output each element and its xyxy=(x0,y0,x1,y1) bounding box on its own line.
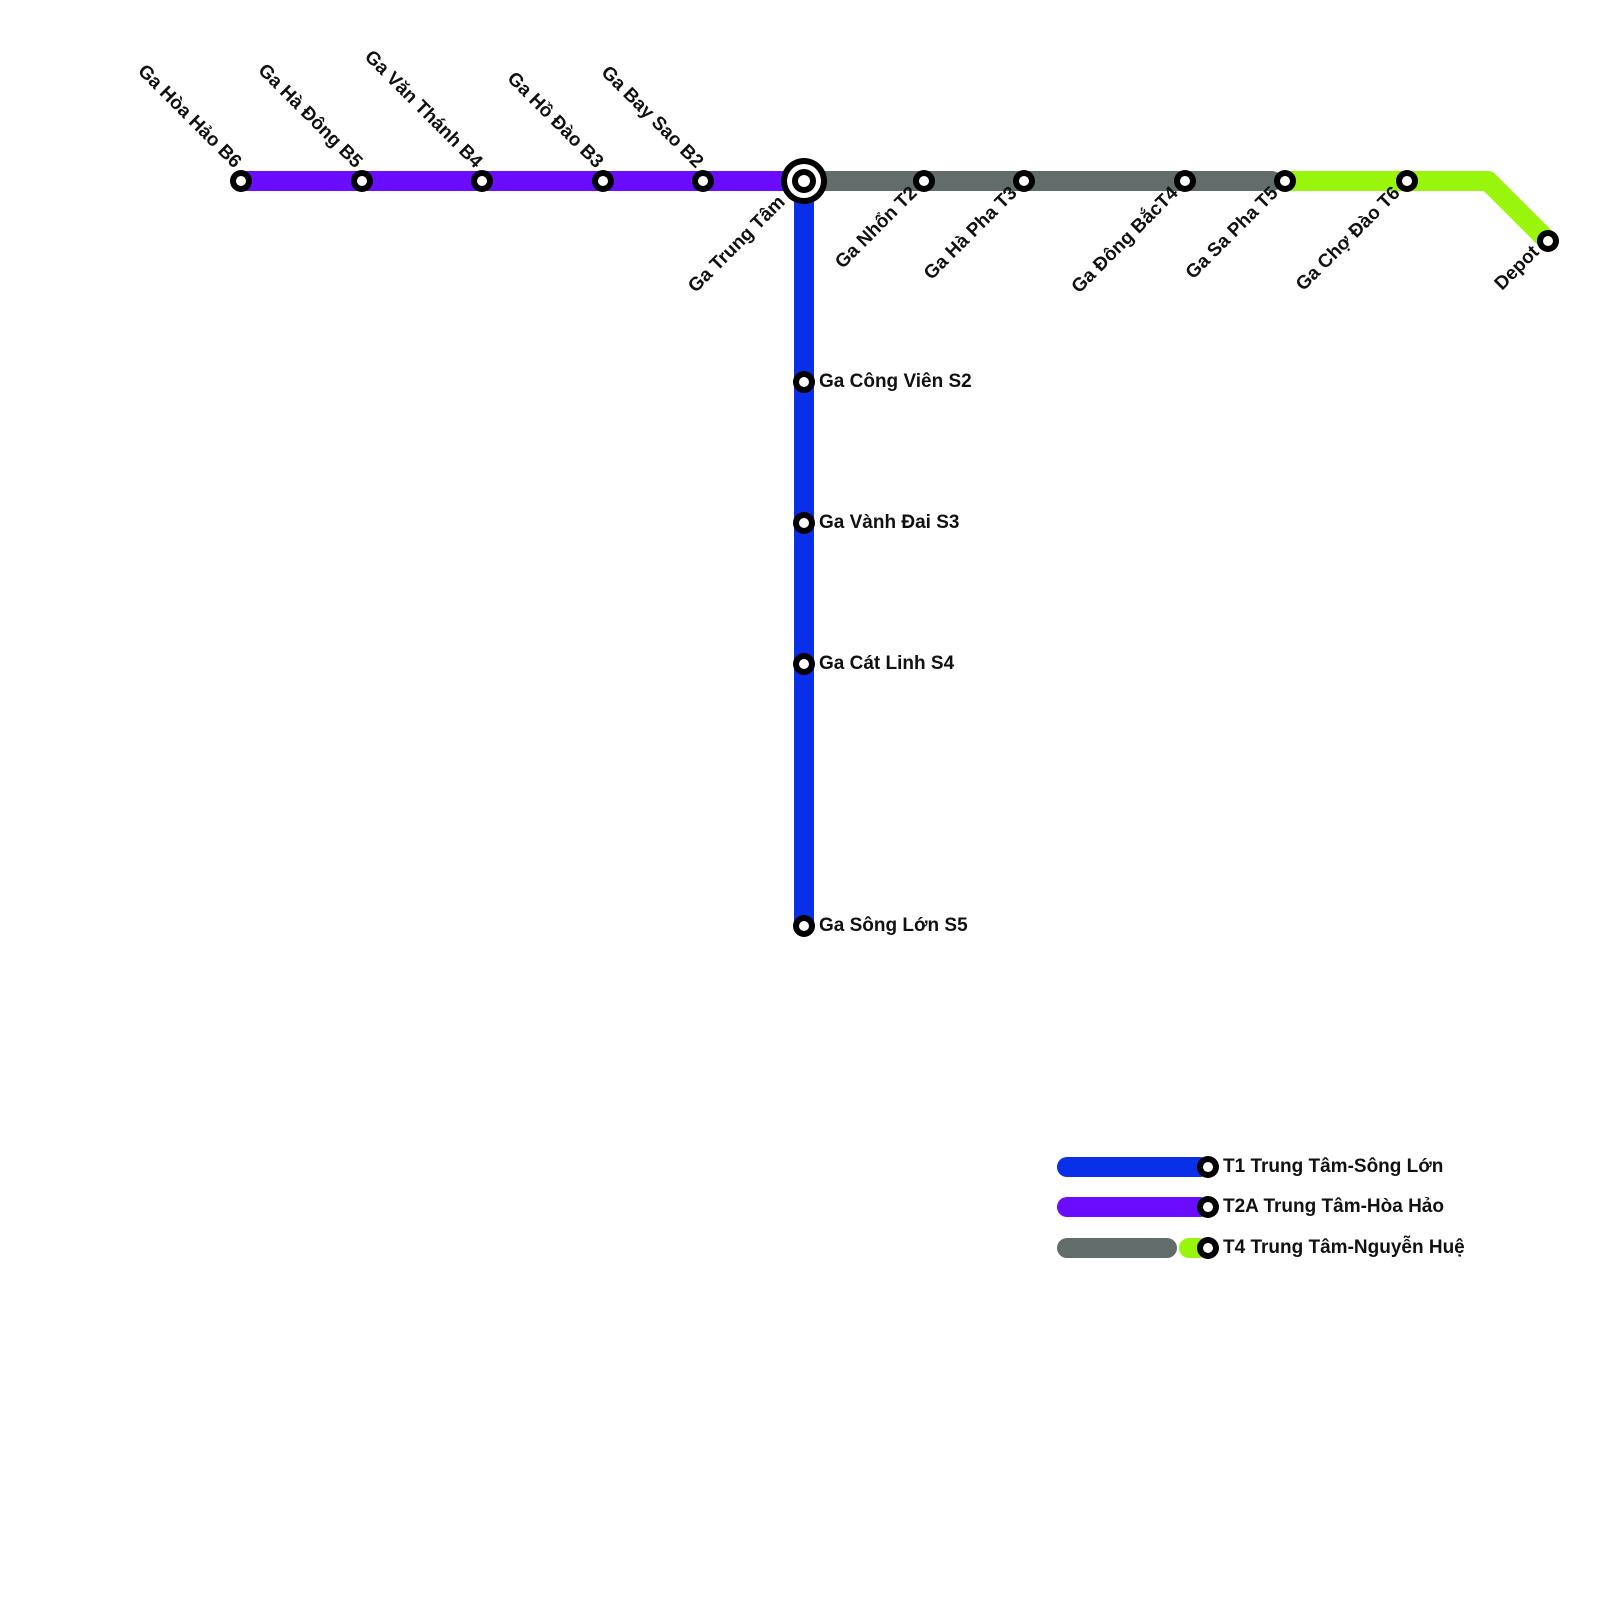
legend-station-center xyxy=(1203,1162,1213,1172)
station-center xyxy=(799,518,809,528)
station-ga-nhon-t2[interactable] xyxy=(913,170,935,192)
station-center xyxy=(1280,176,1290,186)
station-center xyxy=(1019,176,1029,186)
station-label-ga-ho-dao-b3: Ga Hồ Đào B3 xyxy=(503,68,607,172)
station-center xyxy=(598,176,608,186)
station-label-ga-cong-vien-s2: Ga Công Viên S2 xyxy=(819,371,972,392)
station-center xyxy=(919,176,929,186)
station-label-depot: Depot xyxy=(1491,241,1544,294)
station-center xyxy=(1402,176,1412,186)
legend-item-t2a[interactable]: T2A Trung Tâm-Hòa Hảo xyxy=(1057,1196,1444,1218)
station-ga-bay-sao-b2[interactable] xyxy=(692,170,714,192)
station-center xyxy=(799,921,809,931)
station-center xyxy=(1543,236,1553,246)
station-label-ga-ha-pha-t3: Ga Hà Pha T3 xyxy=(920,183,1021,284)
station-ga-ho-dao-b3[interactable] xyxy=(592,170,614,192)
station-ga-vanh-dai-s3[interactable] xyxy=(793,512,815,534)
hub-station-center xyxy=(798,175,810,187)
station-depot[interactable] xyxy=(1537,230,1559,252)
station-center xyxy=(477,176,487,186)
station-ga-cat-linh-s4[interactable] xyxy=(793,653,815,675)
station-ga-ha-dong-b5[interactable] xyxy=(351,170,373,192)
lines xyxy=(231,171,1558,936)
station-label-ga-trung-tam: Ga Trung Tâm xyxy=(684,192,789,297)
station-label-ga-cho-dao-t6: Ga Chợ Đào T6 xyxy=(1292,183,1404,295)
station-label-ga-nhon-t2: Ga Nhổn T2 xyxy=(831,183,921,273)
station-label-ga-sa-pha-t5: Ga Sa Pha T5 xyxy=(1182,182,1283,283)
station-center xyxy=(799,659,809,669)
station-ga-sa-pha-t5[interactable] xyxy=(1274,170,1296,192)
station-label-ga-ha-dong-b5: Ga Hà Đông B5 xyxy=(254,60,367,173)
station-label-ga-song-lon-s5: Ga Sông Lớn S5 xyxy=(819,915,968,936)
station-label-ga-dong-bac-t4: Ga Đông BắcT4 xyxy=(1067,182,1183,298)
station-center xyxy=(357,176,367,186)
station-ga-song-lon-s5[interactable] xyxy=(793,915,815,937)
legend-label-t2a: T2A Trung Tâm-Hòa Hảo xyxy=(1223,1196,1444,1217)
legend-label-t4: T4 Trung Tâm-Nguyễn Huệ xyxy=(1223,1236,1465,1258)
station-label-ga-bay-sao-b2: Ga Bay Sao B2 xyxy=(597,62,707,172)
station-ga-hoa-hao-b6[interactable] xyxy=(230,170,252,192)
hub-station-ga-trung-tam[interactable] xyxy=(781,158,827,204)
station-ga-cong-vien-s2[interactable] xyxy=(793,371,815,393)
station-ga-van-thanh-b4[interactable] xyxy=(471,170,493,192)
line-t4-green-segment xyxy=(1278,171,1558,251)
station-ga-dong-bac-t4[interactable] xyxy=(1174,170,1196,192)
legend-station-center xyxy=(1203,1243,1213,1253)
legend: T1 Trung Tâm-Sông Lớn T2A Trung Tâm-Hòa … xyxy=(1057,1156,1465,1259)
station-center xyxy=(1180,176,1190,186)
station-label-ga-hoa-hao-b6: Ga Hòa Hảo B6 xyxy=(133,61,245,173)
station-center xyxy=(799,377,809,387)
station-label-ga-cat-linh-s4: Ga Cát Linh S4 xyxy=(819,653,955,674)
station-label-ga-vanh-dai-s3: Ga Vành Đai S3 xyxy=(819,512,959,533)
legend-item-t1[interactable]: T1 Trung Tâm-Sông Lớn xyxy=(1057,1156,1443,1178)
legend-label-t1: T1 Trung Tâm-Sông Lớn xyxy=(1223,1156,1443,1177)
station-center xyxy=(698,176,708,186)
station-label-ga-van-thanh-b4: Ga Văn Thánh B4 xyxy=(360,46,486,172)
station-ga-ha-pha-t3[interactable] xyxy=(1013,170,1035,192)
legend-station-center xyxy=(1203,1202,1213,1212)
station-center xyxy=(236,176,246,186)
station-ga-cho-dao-t6[interactable] xyxy=(1396,170,1418,192)
legend-item-t4[interactable]: T4 Trung Tâm-Nguyễn Huệ xyxy=(1057,1236,1465,1259)
